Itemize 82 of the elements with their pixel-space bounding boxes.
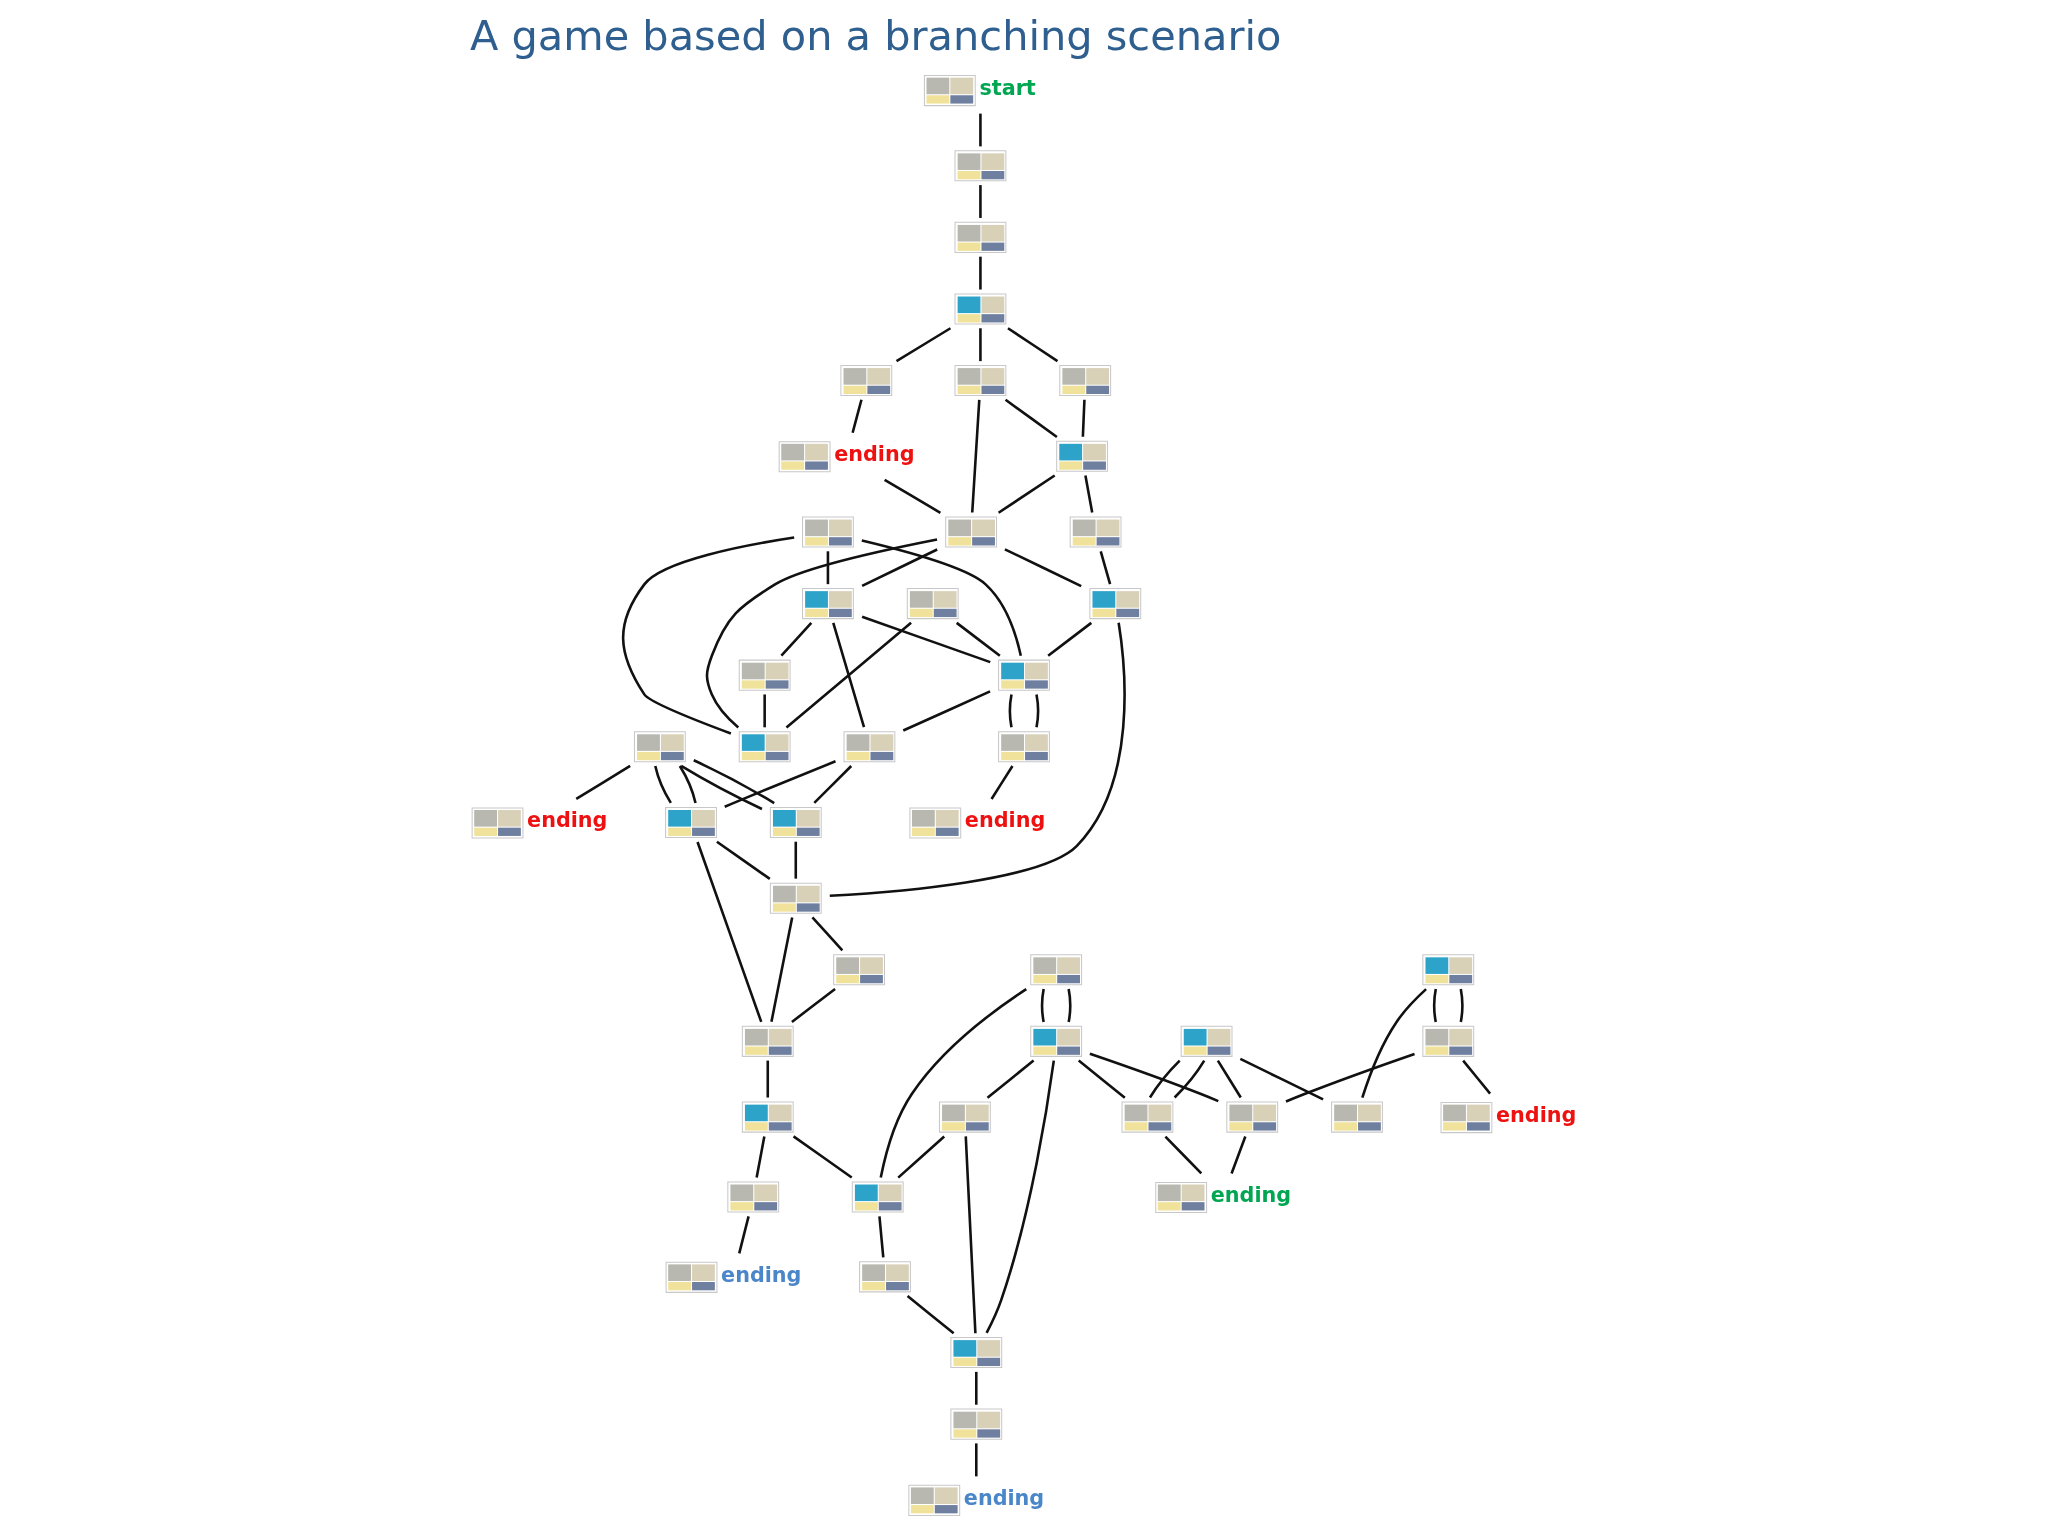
connector bbox=[1148, 1059, 1181, 1099]
node-label: ending bbox=[1496, 1102, 1577, 1127]
connector bbox=[1067, 988, 1072, 1023]
connector bbox=[791, 988, 836, 1023]
connector bbox=[906, 1295, 955, 1335]
connector bbox=[902, 690, 991, 732]
connector bbox=[985, 1060, 1056, 1334]
connector bbox=[785, 621, 912, 729]
connector bbox=[1239, 1057, 1324, 1101]
connector bbox=[1173, 1059, 1206, 1099]
connector bbox=[861, 548, 938, 588]
connector bbox=[680, 764, 763, 811]
connector bbox=[1084, 475, 1094, 513]
connector bbox=[1459, 988, 1464, 1023]
connector bbox=[813, 765, 853, 804]
connector bbox=[970, 399, 981, 513]
connector bbox=[861, 539, 1023, 656]
connector bbox=[986, 1059, 1035, 1099]
connector bbox=[716, 840, 771, 880]
connector bbox=[1216, 1059, 1242, 1099]
connector bbox=[975, 1371, 978, 1405]
node-label: ending bbox=[964, 808, 1046, 833]
connector bbox=[1008, 694, 1013, 728]
connector bbox=[832, 622, 866, 728]
connector bbox=[1089, 1052, 1219, 1103]
connector bbox=[696, 841, 763, 1023]
connector bbox=[1047, 621, 1093, 657]
connector bbox=[1081, 399, 1086, 437]
connector bbox=[829, 622, 1126, 897]
connector bbox=[737, 1216, 750, 1254]
connector bbox=[883, 478, 942, 514]
connector bbox=[1007, 327, 1059, 363]
connector bbox=[851, 399, 863, 434]
connector bbox=[895, 327, 952, 363]
node-label: ending bbox=[1210, 1182, 1292, 1207]
connector bbox=[770, 917, 794, 1023]
connector bbox=[1099, 550, 1112, 585]
node-label: start bbox=[979, 75, 1036, 100]
connector bbox=[755, 1136, 766, 1178]
node-label: ending bbox=[963, 1485, 1045, 1510]
connector bbox=[826, 551, 830, 585]
connector bbox=[1164, 1135, 1203, 1175]
connector bbox=[975, 1443, 978, 1477]
connector bbox=[1035, 694, 1040, 728]
connector bbox=[897, 1135, 946, 1179]
connector bbox=[621, 536, 795, 735]
connector bbox=[811, 916, 844, 952]
connector bbox=[792, 1135, 853, 1179]
node-label: ending bbox=[527, 808, 608, 833]
connector bbox=[861, 615, 991, 664]
connector bbox=[979, 328, 982, 362]
connector bbox=[654, 765, 672, 804]
connector bbox=[879, 988, 1027, 1178]
connector bbox=[1361, 988, 1427, 1099]
connector bbox=[878, 1216, 885, 1258]
connector bbox=[1285, 1052, 1415, 1103]
connector bbox=[780, 622, 813, 657]
connector bbox=[997, 474, 1056, 514]
connector bbox=[1040, 988, 1045, 1023]
connector bbox=[955, 621, 1001, 657]
connector bbox=[678, 765, 697, 804]
connector bbox=[575, 764, 631, 801]
connector bbox=[766, 1060, 770, 1098]
connector bbox=[794, 841, 798, 879]
connector bbox=[705, 538, 938, 729]
connector bbox=[979, 113, 982, 147]
diagram-title: A game based on a branching scenario bbox=[469, 11, 1282, 61]
connector bbox=[1230, 1136, 1247, 1174]
connector bbox=[979, 256, 982, 290]
connector bbox=[763, 694, 766, 728]
node-label: ending bbox=[834, 441, 915, 466]
connector bbox=[964, 1136, 977, 1334]
connector bbox=[1433, 988, 1438, 1023]
connector bbox=[1004, 398, 1058, 439]
connector bbox=[1462, 1059, 1492, 1095]
connector bbox=[724, 760, 836, 808]
connector bbox=[1077, 1059, 1126, 1099]
connector bbox=[990, 765, 1014, 800]
connector bbox=[693, 759, 775, 805]
connector bbox=[1004, 548, 1082, 588]
node-label: ending bbox=[721, 1262, 802, 1287]
connector bbox=[979, 185, 982, 218]
